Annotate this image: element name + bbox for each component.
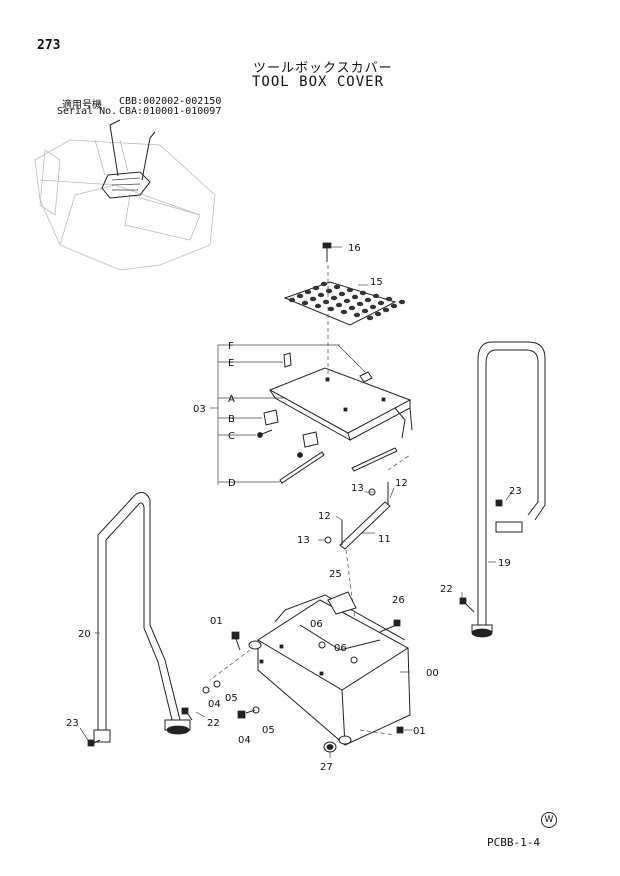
callout-16: 16	[348, 243, 361, 254]
fasteners	[87, 591, 475, 753]
page-title-japanese: ツールボックスカバー	[253, 61, 393, 76]
mat-hole	[385, 296, 393, 302]
mat-hole	[377, 300, 385, 306]
mat-hole	[348, 305, 356, 311]
callout-11: 11	[378, 534, 391, 545]
machine-location-thumbnail	[34, 119, 216, 271]
mat-hole	[372, 293, 380, 299]
part-D-strip	[279, 447, 398, 484]
mat-hole	[340, 309, 348, 315]
callout-01: 01	[413, 726, 426, 737]
page-code: PCBB-1-4	[487, 836, 540, 849]
callout-23: 23	[509, 486, 522, 497]
callout-22: 22	[440, 584, 453, 595]
mat-hole	[296, 293, 304, 299]
callout-20: 20	[78, 629, 91, 640]
callout-01: 01	[210, 616, 223, 627]
mat-hole	[353, 312, 361, 318]
mat-hole	[351, 294, 359, 300]
mat-hole	[369, 304, 377, 310]
mat-hole	[338, 291, 346, 297]
part-E-clip	[283, 352, 292, 368]
mat-hole	[322, 299, 330, 305]
mat-hole	[309, 296, 317, 302]
mat-hole	[317, 292, 325, 298]
mat-hole	[361, 308, 369, 314]
part-20-handrail-left	[93, 491, 191, 743]
mat-hole	[390, 303, 398, 309]
callout-23: 23	[66, 718, 79, 729]
callout-04: 04	[238, 735, 251, 746]
mat-hole	[356, 301, 364, 307]
callout-00: 00	[426, 668, 439, 679]
callout-26: 26	[392, 595, 405, 606]
mat-hole	[312, 285, 320, 291]
part-19-handrail-right	[471, 341, 546, 638]
callout-12: 12	[318, 511, 331, 522]
callout-C: C	[228, 431, 235, 442]
callout-E: E	[228, 358, 234, 369]
serial-label: Serial No.	[57, 106, 118, 117]
serial-label: 適用号機	[62, 100, 102, 111]
mat-hole	[382, 307, 390, 313]
callout-B: B	[228, 414, 235, 425]
callout-06: 06	[334, 643, 347, 654]
mat-hole	[325, 288, 333, 294]
mat-hole	[314, 303, 322, 309]
part-15-anti-slip-mat	[283, 281, 406, 326]
mat-hole	[330, 295, 338, 301]
mat-hole	[366, 315, 374, 321]
part-C-bolt	[257, 429, 303, 458]
callout-27: 27	[320, 762, 333, 773]
callout-04: 04	[208, 699, 221, 710]
callout-13: 13	[297, 535, 310, 546]
part-00-toolbox-body	[209, 594, 411, 746]
callout-F: F	[228, 341, 234, 352]
callout-12: 12	[395, 478, 408, 489]
mat-hole	[364, 297, 372, 303]
part-16-bolt	[322, 242, 342, 262]
mat-hole	[288, 297, 296, 303]
mat-hole	[343, 298, 351, 304]
mat-hole	[335, 302, 343, 308]
mat-hole	[398, 299, 406, 305]
callout-D: D	[228, 478, 236, 489]
mat-hole	[304, 289, 312, 295]
callout-05: 05	[225, 693, 238, 704]
mat-hole	[333, 284, 341, 290]
mat-hole	[320, 281, 328, 287]
mat-hole	[346, 287, 354, 293]
callout-15: 15	[370, 277, 383, 288]
part-A-cover-lid	[268, 265, 413, 442]
callout-19: 19	[498, 558, 511, 569]
corner-mark-icon: W	[541, 812, 557, 828]
page-number: 273	[37, 38, 61, 53]
mat-hole	[374, 311, 382, 317]
mat-hole	[359, 290, 367, 296]
callout-13: 13	[351, 483, 364, 494]
callout-A: A	[228, 394, 235, 405]
callout-22: 22	[207, 718, 220, 729]
callout-03: 03	[193, 404, 206, 415]
callout-05: 05	[262, 725, 275, 736]
mat-hole	[327, 306, 335, 312]
callout-labels: 16 15 F E A 03 B C D 13 12 23 12 11 13 1…	[66, 243, 522, 773]
callout-06: 06	[310, 619, 323, 630]
mat-hole	[301, 300, 309, 306]
callout-25: 25	[329, 569, 342, 580]
serial-range: CBB:002002-002150	[119, 96, 222, 107]
page-title: TOOL BOX COVER	[252, 74, 385, 90]
assembly-03-bracket	[210, 344, 340, 485]
leader-lines	[79, 487, 513, 758]
part-B-bracket	[263, 409, 319, 448]
serial-range: CBA:010001-010097	[119, 106, 222, 117]
